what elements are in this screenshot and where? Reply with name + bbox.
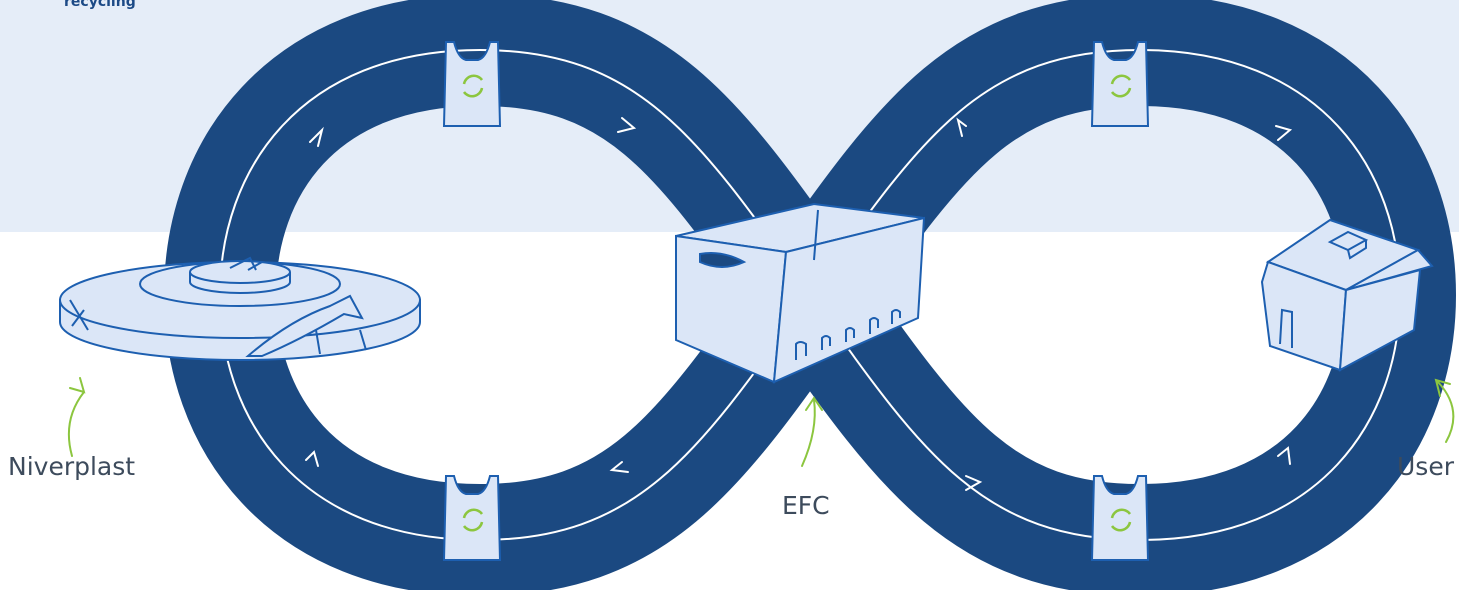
direction-arrow-icon	[1275, 125, 1293, 141]
direction-arrow-icon	[309, 126, 324, 147]
recycle-bag-icon	[1090, 41, 1150, 127]
direction-arrow-icon	[617, 117, 637, 133]
recycling-machine-icon	[59, 256, 421, 361]
pointer-arrow-icon	[67, 377, 86, 457]
direction-arrow-icon	[956, 117, 967, 137]
recycle-bag-icon	[1090, 475, 1150, 561]
label-efc: EFC	[782, 491, 830, 520]
direction-arrows	[305, 117, 1293, 491]
diagram-heading: recycling	[64, 0, 136, 10]
label-user: User	[1397, 452, 1454, 481]
direction-arrow-icon	[1277, 446, 1291, 465]
recycle-bag-icon	[442, 475, 502, 561]
pointer-arrow-icon	[1434, 378, 1455, 443]
house-icon	[1260, 218, 1434, 372]
direction-arrow-icon	[609, 461, 629, 473]
label-niverplast: Niverplast	[8, 452, 136, 481]
recycle-bag-icon	[442, 41, 502, 127]
direction-arrow-icon	[965, 475, 983, 491]
crate-icon	[675, 202, 926, 384]
direction-arrow-icon	[305, 450, 319, 467]
pointer-arrow-icon	[801, 396, 823, 467]
